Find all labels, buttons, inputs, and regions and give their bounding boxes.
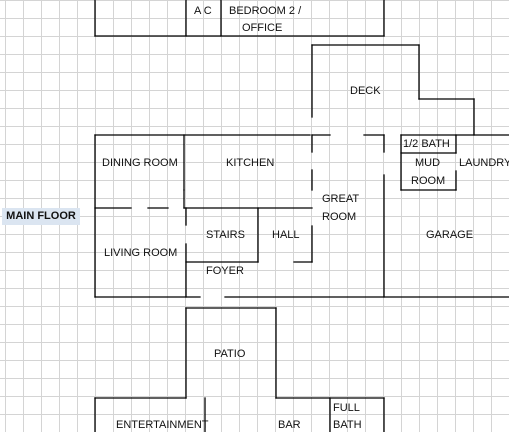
room-stairs: STAIRS: [206, 229, 245, 241]
room-office: OFFICE: [242, 22, 283, 34]
room-bar: BAR: [278, 419, 301, 431]
room-great-room: ROOM: [322, 211, 357, 223]
room-patio: PATIO: [214, 348, 246, 360]
sheet-label: MAIN FLOOR: [2, 208, 80, 225]
room-mud: MUD: [415, 157, 441, 169]
room-dining-room: DINING ROOM: [102, 157, 178, 169]
room-kitchen: KITCHEN: [226, 157, 275, 169]
room-deck: DECK: [350, 85, 381, 97]
room-entertainment: ENTERTAINMENT: [116, 419, 209, 431]
room-bedroom-2: BEDROOM 2 /: [229, 5, 302, 17]
room-living-room: LIVING ROOM: [104, 247, 178, 259]
room-half-bath: 1/2 BATH: [403, 138, 450, 150]
room-great: GREAT: [322, 193, 360, 205]
room-full: FULL: [333, 402, 360, 414]
room-mud-room: ROOM: [411, 175, 446, 187]
room-laundry: LAUNDRY: [459, 157, 509, 169]
room-full-bath: BATH: [333, 419, 362, 431]
room-garage: GARAGE: [426, 229, 474, 241]
room-ac: A C: [194, 5, 212, 17]
room-hall: HALL: [272, 229, 300, 241]
room-foyer: FOYER: [206, 265, 244, 277]
